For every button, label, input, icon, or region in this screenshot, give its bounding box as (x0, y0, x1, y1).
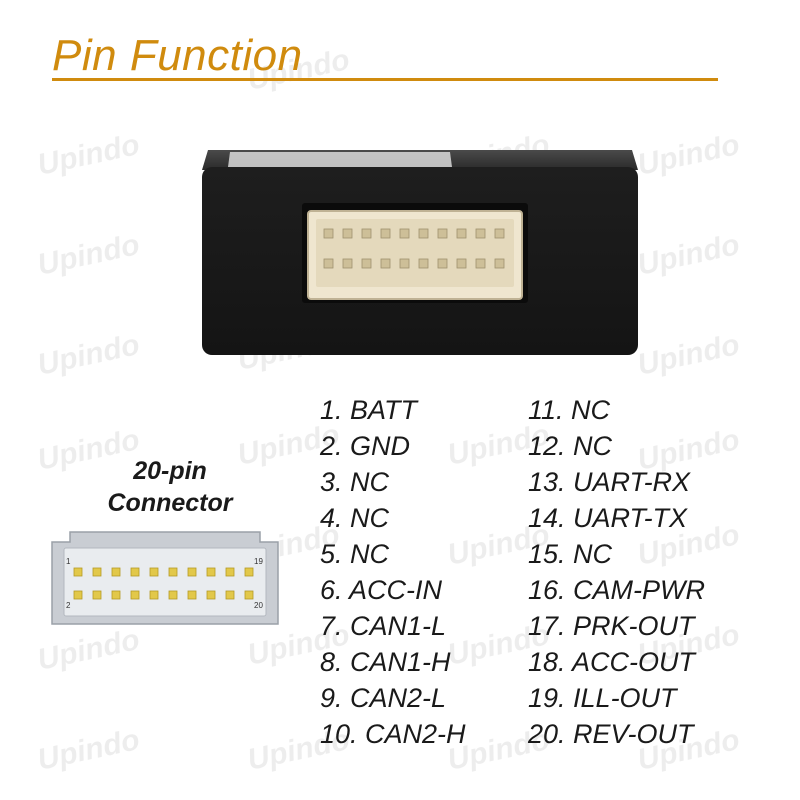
watermark-text: Upindo (635, 328, 743, 382)
connector-pins-photo (323, 228, 505, 269)
connector-pin (92, 567, 102, 577)
watermark-text: Upindo (35, 128, 143, 182)
title-underline (52, 78, 718, 81)
pin-function-item: 6. ACC-IN (320, 575, 443, 605)
watermark-text: Upindo (35, 228, 143, 282)
connector-pins-diagram (73, 567, 254, 600)
watermark-text: Upindo (35, 328, 143, 382)
connector-pin (168, 590, 178, 600)
pin-list-left: 1. BATT 2. GND 3. NC 4. NC 5. NC 6. ACC-… (320, 392, 466, 752)
pin-function-item: 16. CAM-PWR (528, 575, 706, 605)
pin-number-label: 2 (66, 601, 71, 610)
connector-pin (361, 228, 372, 239)
pin-function-item: 12. NC (528, 431, 613, 461)
connector-diagram: 1 19 2 20 (51, 531, 279, 625)
pin-function-item: 5. NC (320, 539, 390, 569)
watermark-text: Upindo (635, 128, 743, 182)
watermark-text: Upindo (35, 623, 143, 677)
connector-pin (244, 590, 254, 600)
connector-caption-line: 20-pin (133, 457, 207, 485)
connector-pin (92, 590, 102, 600)
connector-pin (418, 228, 429, 239)
connector-pin (73, 590, 83, 600)
connector-pin (418, 258, 429, 269)
pin-list-right: 11. NC 12. NC 13. UART-RX 14. UART-TX 15… (528, 392, 705, 752)
product-photo (202, 150, 638, 355)
pin-number-label: 19 (254, 557, 263, 566)
connector-pin (73, 567, 83, 577)
connector-pin (244, 567, 254, 577)
pin-function-item: 10. CAN2-H (320, 719, 466, 749)
connector-pin (130, 590, 140, 600)
pin-function-item: 20. REV-OUT (528, 719, 694, 749)
connector-pin (342, 228, 353, 239)
pin-function-item: 7. CAN1-L (320, 611, 447, 641)
connector-pin (399, 228, 410, 239)
watermark-text: Upindo (35, 723, 143, 777)
connector-pin (494, 258, 505, 269)
pin-function-item: 13. UART-RX (528, 467, 691, 497)
pin-number-label: 1 (66, 557, 71, 566)
watermark-text: Upindo (635, 228, 743, 282)
connector-pin (225, 567, 235, 577)
connector-pin (187, 590, 197, 600)
pin-function-item: 4. NC (320, 503, 390, 533)
connector-pin (149, 590, 159, 600)
pin-function-item: 15. NC (528, 539, 613, 569)
connector-caption-line: Connector (107, 489, 233, 517)
pin-function-item: 9. CAN2-L (320, 683, 447, 713)
pin-number-label: 20 (254, 601, 263, 610)
pin-function-item: 17. PRK-OUT (528, 611, 695, 641)
pin-function-item: 2. GND (320, 431, 411, 461)
connector-pin (342, 258, 353, 269)
pin-function-item: 3. NC (320, 467, 390, 497)
pin-function-item: 8. CAN1-H (320, 647, 451, 677)
connector-pin (323, 228, 334, 239)
connector-pin (168, 567, 178, 577)
page-title: Pin Function (52, 31, 303, 80)
connector-pin (206, 567, 216, 577)
connector-pin (380, 228, 391, 239)
connector-pin (149, 567, 159, 577)
pin-function-item: 18. ACC-OUT (528, 647, 696, 677)
connector-pin (437, 258, 448, 269)
connector-caption: 20-pin Connector (70, 455, 270, 519)
connector-pin (111, 590, 121, 600)
connector-pin (475, 258, 486, 269)
connector-pin (456, 228, 467, 239)
connector-pin (187, 567, 197, 577)
connector-pin (399, 258, 410, 269)
connector-pin (475, 228, 486, 239)
connector-pin (130, 567, 140, 577)
connector-pin (380, 258, 391, 269)
connector-pin (361, 258, 372, 269)
connector-pin (111, 567, 121, 577)
connector-pin (494, 228, 505, 239)
connector-pin (437, 228, 448, 239)
pin-function-item: 1. BATT (320, 395, 418, 425)
pin-function-item: 14. UART-TX (528, 503, 688, 533)
connector-pin (456, 258, 467, 269)
connector-pin (323, 258, 334, 269)
pin-function-item: 19. ILL-OUT (528, 683, 677, 713)
connector-pin (206, 590, 216, 600)
connector-pin (225, 590, 235, 600)
pin-function-item: 11. NC (528, 395, 611, 425)
